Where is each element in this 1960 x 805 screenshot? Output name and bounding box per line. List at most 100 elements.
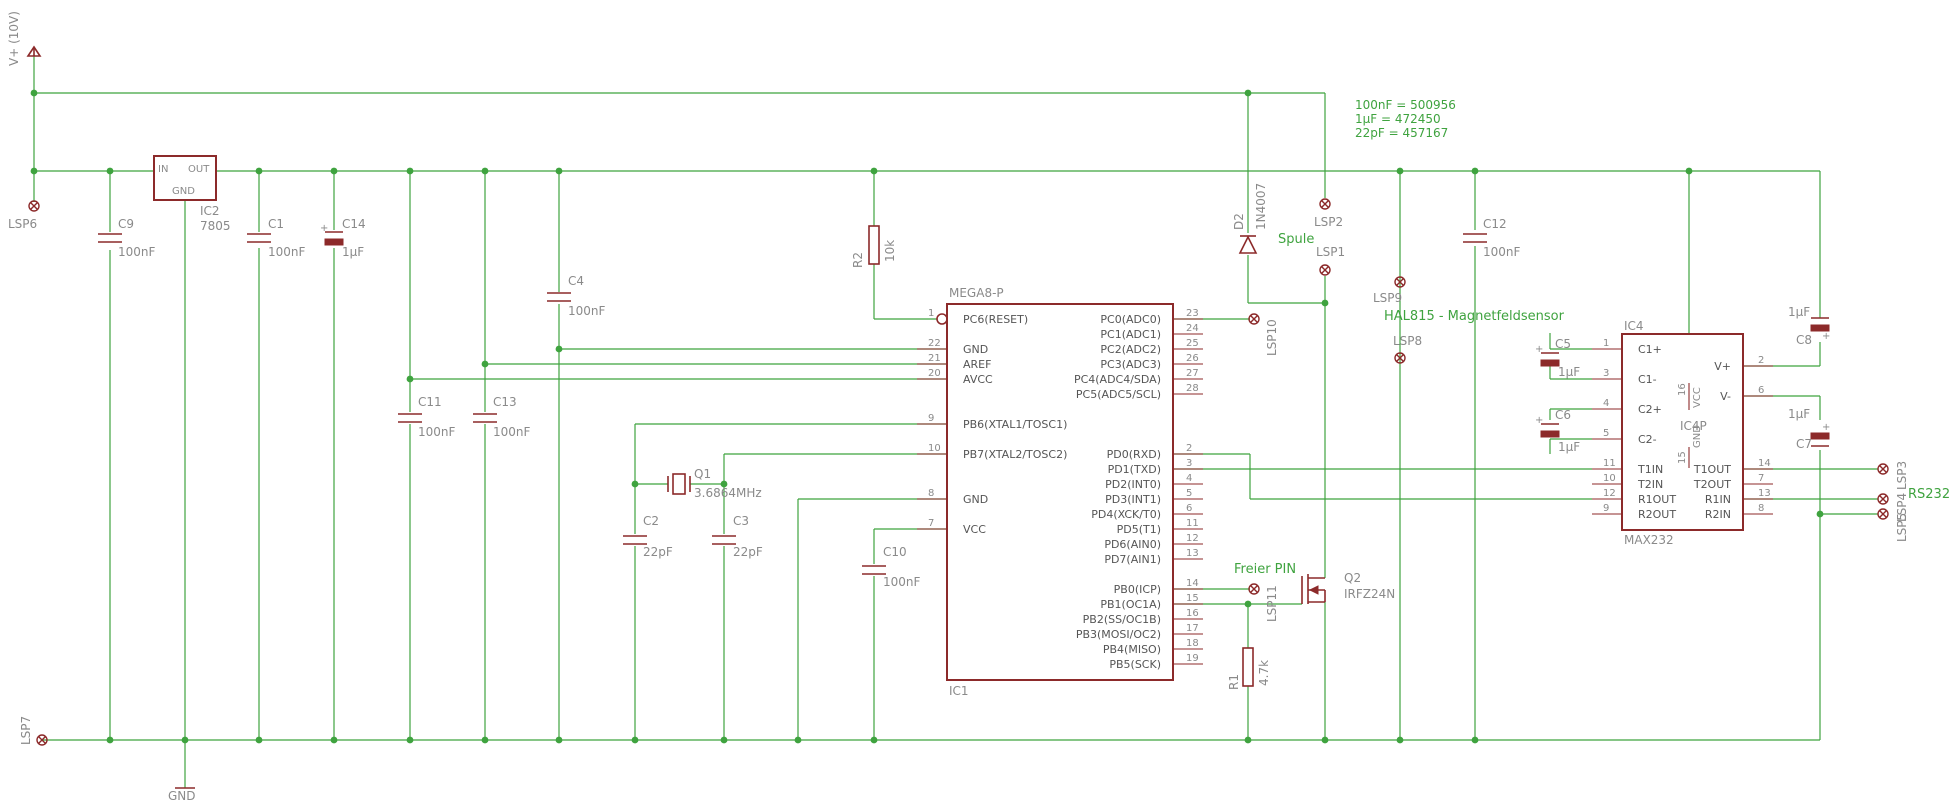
capacitor-c12: C12 100nF [1463, 217, 1521, 259]
svg-text:LSP3: LSP3 [1895, 461, 1909, 490]
ic4-pin-number: 7 [1758, 473, 1764, 484]
ic4-pin-name: T1IN [1637, 463, 1663, 476]
ic1-pin-name: PB0(ICP) [1114, 583, 1161, 596]
connector-lsp2[interactable]: LSP2 [1314, 198, 1343, 229]
svg-text:C13: C13 [493, 395, 517, 409]
ic4-pin-name: C2- [1638, 433, 1657, 446]
ic1-pin-number: 19 [1186, 653, 1199, 664]
vplus-supply: V+ (10V) [7, 11, 42, 66]
svg-text:4.7k: 4.7k [1257, 660, 1271, 686]
svg-text:LSP2: LSP2 [1314, 215, 1343, 229]
svg-text:IN: IN [158, 164, 168, 175]
connector-lsp9[interactable]: LSP9 [1373, 276, 1406, 305]
ic4-pin-name: R1IN [1705, 493, 1731, 506]
svg-text:100nF: 100nF [883, 575, 921, 589]
ic1-pin-number: 26 [1186, 353, 1199, 364]
svg-text:LSP6: LSP6 [8, 217, 37, 231]
ic1-pin-number: 23 [1186, 308, 1199, 319]
ic2-value: 7805 [200, 219, 231, 233]
connector-lsp4[interactable]: LSP4 [1877, 493, 1909, 522]
svg-text:C5: C5 [1555, 337, 1571, 351]
svg-text:1µF: 1µF [1788, 305, 1810, 319]
ic1-pin-number: 13 [1186, 548, 1199, 559]
svg-text:22pF: 22pF [733, 545, 763, 559]
ic1-pin-number: 22 [928, 338, 941, 349]
ic1-pin-name: GND [963, 493, 988, 506]
ic4-pin-name: R1OUT [1638, 493, 1676, 506]
ic1-pin-name: PC6(RESET) [963, 313, 1028, 326]
ic4-pin-name: T1OUT [1693, 463, 1731, 476]
svg-text:100nF: 100nF [268, 245, 306, 259]
svg-text:C8: C8 [1796, 333, 1812, 347]
connector-lsp1[interactable]: LSP1 [1316, 245, 1345, 276]
ic1-pin-name: PB4(MISO) [1103, 643, 1161, 656]
ic1-pin-number: 18 [1186, 638, 1199, 649]
ic4-pin-name: C1- [1638, 373, 1657, 386]
svg-text:LSP8: LSP8 [1393, 334, 1422, 348]
note-line-1: 100nF = 500956 [1355, 98, 1456, 112]
capacitor-c11: C11 100nF [398, 395, 456, 439]
ic1-pin-number: 6 [1186, 503, 1192, 514]
svg-text:22pF: 22pF [643, 545, 673, 559]
svg-text:100nF: 100nF [493, 425, 531, 439]
ic1-pin-name: PC0(ADC0) [1100, 313, 1161, 326]
ic4-pin-name: T2OUT [1693, 478, 1731, 491]
svg-text:GND: GND [1692, 425, 1703, 448]
connector-lsp8[interactable]: LSP8 [1393, 334, 1422, 364]
ic1-pin-number: 16 [1186, 608, 1199, 619]
svg-text:VCC: VCC [1692, 387, 1703, 408]
ic1-pin-name: PC4(ADC4/SDA) [1074, 373, 1161, 386]
ic1-pin-23: 23 PC0(ADC0) [1100, 308, 1203, 326]
connector-lsp5[interactable]: LSP5 [1877, 508, 1909, 542]
ic2-ref: IC2 [200, 204, 220, 218]
ic4-pin-number: 12 [1603, 488, 1616, 499]
ic1-pin-name: PD7(AIN1) [1104, 553, 1161, 566]
capacitor-c14: + C14 1µF [320, 217, 366, 259]
ic1-pin-number: 4 [1186, 473, 1192, 484]
connector-lsp3[interactable]: LSP3 [1877, 461, 1909, 490]
ic1-pin-number: 7 [928, 518, 934, 529]
crystal-q1: Q1 3.6864MHz [667, 467, 762, 500]
connector-lsp11[interactable]: LSP11 [1248, 583, 1279, 622]
gnd-label: GND [168, 789, 196, 803]
ic1-pin-number: 5 [1186, 488, 1192, 499]
free-pin-label: Freier PIN [1234, 562, 1296, 577]
ic4-pin-number: 9 [1603, 503, 1609, 514]
capacitor-c10: C10 100nF [862, 545, 921, 589]
ic1-pin-6: 6 PD4(XCK/T0) [1091, 503, 1203, 521]
gnd-symbol: GND [168, 787, 196, 803]
connector-lsp10[interactable]: LSP10 [1248, 313, 1279, 356]
capacitor-c8: + 1µF C8 [1788, 305, 1830, 347]
ic1-pin-name: VCC [963, 523, 986, 536]
mosfet-q2: Q2 IRFZ24N [1301, 571, 1395, 604]
svg-text:LSP7: LSP7 [19, 716, 33, 745]
connector-lsp6[interactable]: LSP6 [8, 200, 40, 231]
ic4-power-label: IC4P [1680, 419, 1707, 433]
svg-text:+: + [1535, 415, 1543, 426]
rs232-label: RS232 [1908, 487, 1950, 502]
ic1-pin-name: PD4(XCK/T0) [1091, 508, 1161, 521]
resistor-r1: R1 4.7k [1227, 647, 1271, 690]
ic4-pin-number: 8 [1758, 503, 1764, 514]
capacitor-c4: C4 100nF [547, 274, 606, 318]
ic1-name: MEGA8-P [949, 286, 1004, 300]
connector-lsp7[interactable]: LSP7 [19, 716, 48, 746]
